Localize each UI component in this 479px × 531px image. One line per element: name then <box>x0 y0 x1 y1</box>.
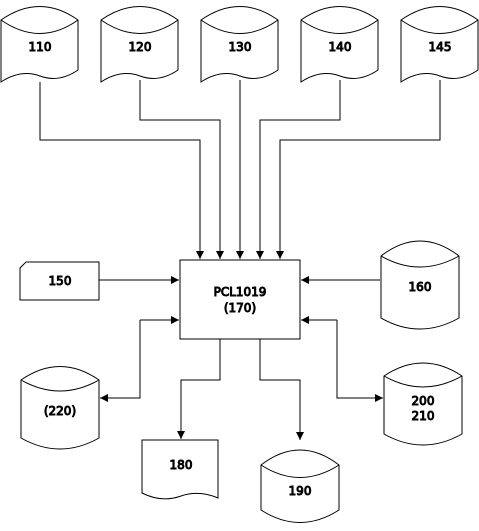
storage-160-label: 160 <box>409 280 432 294</box>
document-180-label: 180 <box>170 458 193 472</box>
storage-130: 130 <box>200 6 279 83</box>
storage-145-label: 145 <box>429 40 452 54</box>
arrow-process-to-180 <box>177 339 221 439</box>
card-input-150-label: 150 <box>49 274 72 288</box>
arrow-110-to-process <box>39 82 204 259</box>
arrow-process-to-220 <box>100 320 141 402</box>
storage-140: 140 <box>300 6 379 83</box>
storage-140-label: 140 <box>329 40 352 54</box>
storage-145: 145 <box>400 6 479 83</box>
storage-200-label: 200 <box>412 394 435 408</box>
storage-130-label: 130 <box>229 40 252 54</box>
storage-160: 160 <box>380 240 460 330</box>
storage-120: 120 <box>100 6 179 83</box>
process-label-name: PCL1019 <box>214 285 267 299</box>
arrow-140-to-process <box>256 80 341 259</box>
storage-220: (220) <box>20 366 100 450</box>
card-input-150: 150 <box>19 261 100 301</box>
storage-200-210: 200 210 <box>383 362 463 446</box>
arrow-145-to-process <box>276 80 441 259</box>
storage-120-label: 120 <box>129 40 152 54</box>
storage-190: 190 <box>260 449 340 523</box>
arrow-process-to-200 <box>336 320 383 402</box>
storage-220-label: (220) <box>44 404 76 418</box>
storage-110: 110 <box>0 6 79 83</box>
arrow-process-to-190 <box>259 339 304 440</box>
process-label-number: (170) <box>224 301 256 315</box>
arrow-120-to-process <box>139 80 224 259</box>
document-output-180: 180 <box>141 439 219 500</box>
process-box-170: PCL1019 (170) <box>179 259 301 340</box>
storage-210-label: 210 <box>412 409 435 423</box>
storage-190-label: 190 <box>289 484 312 498</box>
storage-110-label: 110 <box>29 40 52 54</box>
